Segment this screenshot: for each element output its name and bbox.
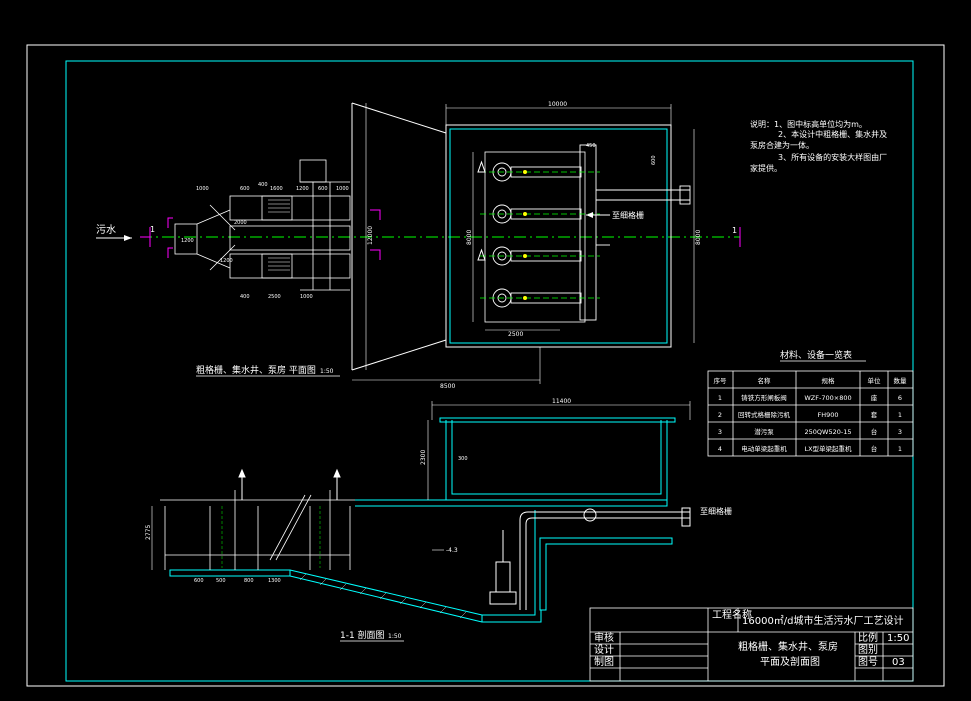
section-outlet-label: 至细格栅	[700, 506, 732, 516]
tb-project-label: 工程名称	[712, 608, 752, 621]
sec-elev: -4.3	[446, 547, 458, 554]
section-mark-left: 1	[150, 225, 155, 234]
note-line-2: 2、本设计中粗格栅、集水井及	[778, 129, 887, 139]
table-cell: 套	[871, 410, 878, 419]
dim-d1: 1000	[196, 186, 209, 192]
table-header-cell: 序号	[714, 376, 728, 385]
dim-bottom-width: 8500	[440, 383, 455, 390]
section-mark-right: 1	[732, 226, 737, 235]
dim-height-left: 12000	[367, 226, 374, 245]
table-cell: 电动单梁起重机	[741, 444, 787, 453]
table-cell: FH900	[817, 411, 838, 419]
table-cell: WZF-700×800	[804, 394, 851, 402]
dim-pump-spacing: 2500	[508, 331, 523, 338]
dim-d12: 2000	[234, 220, 247, 226]
tb-drawing-name-2: 平面及剖面图	[760, 655, 820, 668]
sec-dim-h2: 2775	[145, 525, 152, 540]
table-title: 材料、设备一览表	[780, 349, 852, 361]
note-line-4: 3、所有设备的安装大样图由厂	[778, 152, 887, 162]
dim-inner-height: 8000	[466, 230, 473, 245]
section-scale: 1:50	[388, 633, 402, 640]
section-title: 1-1 剖面图	[340, 629, 385, 641]
table-cell: 6	[898, 394, 902, 402]
dim-d10: 1200	[181, 238, 194, 244]
note-line-5: 家提供。	[750, 163, 782, 173]
tb-scale-value: 1:50	[887, 633, 909, 644]
dim-d3: 1600	[270, 186, 283, 192]
sec-dim-b4: 1300	[268, 578, 281, 584]
dim-right-height: 8000	[695, 230, 702, 245]
dim-d9: 400	[258, 182, 268, 188]
table-cell: 座	[871, 393, 878, 402]
table-cell: 4	[718, 445, 722, 453]
inlet-label: 污水	[96, 224, 116, 236]
outer-frame	[26, 44, 945, 687]
table-cell: 3	[718, 428, 722, 436]
dim-d13: 400	[240, 294, 250, 300]
equipment-table: 材料、设备一览表 序号 名称 规格 单位 数量 1 铸铁方形闸板阀 WZF-700×800 座 6…	[707, 349, 914, 457]
sec-dim-top: 11400	[552, 398, 571, 405]
table-header-cell: 名称	[758, 376, 772, 385]
dim-d2: 600	[240, 186, 250, 192]
note-line-1: 说明：1、图中标高单位均为m。	[750, 119, 867, 129]
tb-draw: 制图	[594, 655, 614, 668]
table-cell: 1	[718, 394, 722, 402]
table-cell: 2	[718, 411, 722, 419]
table-header-cell: 规格	[822, 376, 836, 385]
dim-pipe-d: 450	[586, 143, 596, 149]
tb-drawing-name-1: 粗格栅、集水井、泵房	[738, 640, 838, 653]
table-cell: 回转式格栅除污机	[738, 410, 791, 419]
dim-d4: 1200	[296, 186, 309, 192]
table-cell: 台	[871, 444, 878, 453]
plan-outlet-label: 至细格栅	[612, 210, 644, 220]
tb-review: 审核	[594, 631, 614, 644]
sec-dim-b1: 600	[194, 578, 204, 584]
dim-top-width: 10000	[548, 101, 567, 108]
note-line-3: 泵房合建为一体。	[750, 140, 814, 150]
title-block: 工程名称 16000㎡/d城市生活污水厂工艺设计 粗格栅、集水井、泵房 平面及剖…	[589, 607, 914, 682]
tb-sheet-label: 图别	[858, 644, 878, 656]
sec-dim-b3: 800	[244, 578, 254, 584]
table-cell: 1	[898, 445, 902, 453]
dim-pipe-d2: 600	[651, 155, 657, 165]
notes: 说明：1、图中标高单位均为m。 2、本设计中粗格栅、集水井及 泵房合建为一体。 …	[750, 119, 887, 173]
dim-d5: 600	[318, 186, 328, 192]
sec-dim-b2: 500	[216, 578, 226, 584]
sec-dim-wall: 300	[458, 456, 468, 462]
dim-d7: 1000	[300, 294, 313, 300]
plan-view: 1 1 污水 12000 10000 8500 8000	[96, 101, 741, 390]
dim-d11: 1200	[220, 258, 233, 264]
table-header-cell: 数量	[894, 376, 908, 385]
tb-project-name: 16000㎡/d城市生活污水厂工艺设计	[742, 614, 904, 627]
table-cell: LX型单梁起重机	[804, 444, 852, 453]
plan-title: 粗格栅、集水井、泵房 平面图	[196, 364, 316, 376]
tb-design: 设计	[594, 643, 614, 656]
table-cell: 铸铁方形闸板阀	[741, 393, 787, 402]
tb-no-label: 图号	[858, 656, 878, 668]
plan-scale: 1:50	[320, 368, 334, 375]
table-cell: 250QW520-15	[805, 428, 852, 436]
sec-dim-h1: 2300	[420, 450, 427, 465]
table-header-cell: 单位	[868, 376, 882, 385]
table-cell: 台	[871, 427, 878, 436]
table-cell: 潜污泵	[754, 427, 774, 436]
section-view: 11400	[145, 398, 732, 642]
dim-d8: 2500	[268, 294, 281, 300]
table-cell: 3	[898, 428, 902, 436]
tb-scale-label: 比例	[858, 631, 878, 644]
dim-d6: 1000	[336, 186, 349, 192]
tb-no-value: 03	[892, 657, 905, 668]
table-cell: 1	[898, 411, 902, 419]
